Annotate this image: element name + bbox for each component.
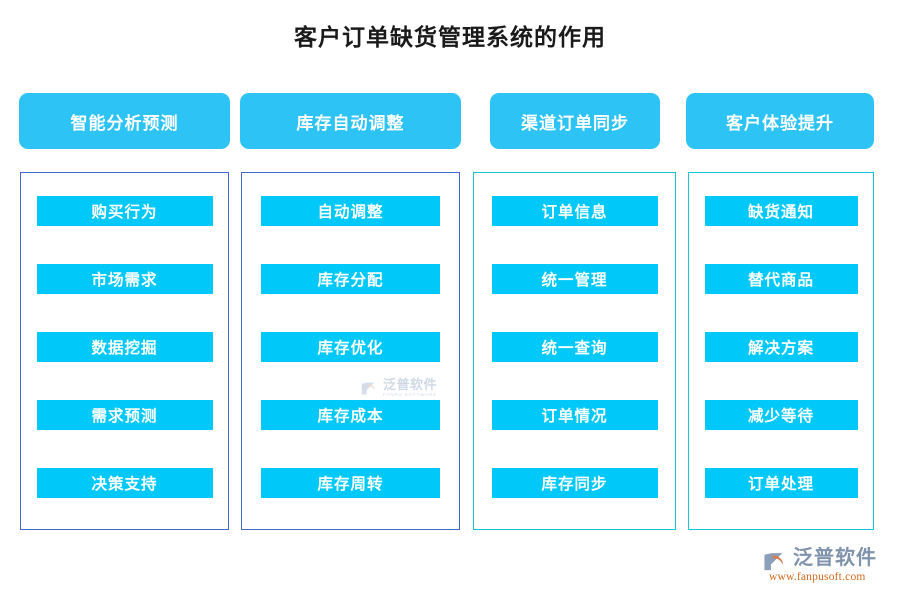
- logo-url: www.fanpusoft.com: [769, 571, 866, 583]
- item-label: 库存成本: [317, 408, 384, 425]
- logo-company-name: 泛普软件: [793, 547, 877, 569]
- column-intelligent-analysis: 购买行为 市场需求 数据挖掘 需求预测 决策支持: [20, 172, 229, 530]
- item-box[interactable]: 统一查询: [491, 332, 658, 362]
- header-box-customer-experience[interactable]: 客户体验提升: [686, 93, 874, 149]
- item-label: 减少等待: [747, 408, 814, 425]
- item-box[interactable]: 订单情况: [491, 400, 658, 430]
- header-box-intelligent-analysis[interactable]: 智能分析预测: [19, 93, 230, 149]
- page-title: 客户订单缺货管理系统的作用: [294, 24, 606, 50]
- item-box[interactable]: 减少等待: [704, 400, 858, 430]
- column-channel-order-sync: 订单信息 统一管理 统一查询 订单情况 库存同步: [473, 172, 676, 530]
- item-label: 库存优化: [317, 340, 384, 357]
- column-inventory-auto-adjust: 自动调整 库存分配 库存优化 库存成本 库存周转: [241, 172, 460, 530]
- item-box[interactable]: 库存周转: [261, 468, 440, 498]
- item-box[interactable]: 决策支持: [36, 468, 213, 498]
- item-label: 库存周转: [317, 476, 384, 493]
- item-box[interactable]: 库存成本: [261, 400, 440, 430]
- logo-text: 泛普软件 www.fanpusoft.com: [769, 547, 877, 583]
- item-label: 订单处理: [747, 476, 814, 493]
- item-box[interactable]: 订单处理: [704, 468, 858, 498]
- header-row: 智能分析预测 库存自动调整 渠道订单同步 客户体验提升: [0, 93, 900, 149]
- item-label: 决策支持: [91, 476, 158, 493]
- item-box[interactable]: 市场需求: [36, 264, 213, 294]
- header-box-label: 智能分析预测: [70, 113, 179, 133]
- item-label: 自动调整: [317, 204, 384, 221]
- item-box[interactable]: 替代商品: [704, 264, 858, 294]
- header-box-label: 渠道订单同步: [521, 113, 629, 133]
- fanpu-logo: 泛普软件 www.fanpusoft.com: [762, 548, 892, 590]
- columns-container: 购买行为 市场需求 数据挖掘 需求预测 决策支持 自动调整 库存分配 库存优化 …: [0, 172, 900, 532]
- item-box[interactable]: 解决方案: [704, 332, 858, 362]
- item-box[interactable]: 库存分配: [261, 264, 440, 294]
- item-box[interactable]: 需求预测: [36, 400, 213, 430]
- header-box-label: 库存自动调整: [296, 113, 405, 133]
- item-label: 替代商品: [747, 272, 814, 289]
- item-label: 订单情况: [541, 408, 608, 425]
- header-box-label: 客户体验提升: [726, 113, 834, 133]
- item-label: 购买行为: [91, 204, 158, 221]
- item-box[interactable]: 统一管理: [491, 264, 658, 294]
- item-label: 统一管理: [541, 272, 608, 289]
- fanpu-logo-icon: [762, 549, 788, 575]
- item-box[interactable]: 缺货通知: [704, 196, 858, 226]
- item-label: 市场需求: [91, 272, 158, 289]
- header-box-channel-order-sync[interactable]: 渠道订单同步: [490, 93, 660, 149]
- item-label: 缺货通知: [747, 204, 814, 221]
- item-label: 解决方案: [747, 340, 814, 357]
- item-label: 数据挖掘: [91, 340, 158, 357]
- column-customer-experience: 缺货通知 替代商品 解决方案 减少等待 订单处理: [688, 172, 874, 530]
- item-label: 需求预测: [91, 408, 158, 425]
- item-box[interactable]: 自动调整: [261, 196, 440, 226]
- item-label: 库存分配: [317, 272, 384, 289]
- item-label: 统一查询: [541, 340, 608, 357]
- header-box-inventory-auto-adjust[interactable]: 库存自动调整: [240, 93, 461, 149]
- item-box[interactable]: 库存同步: [491, 468, 658, 498]
- item-label: 库存同步: [541, 476, 608, 493]
- item-box[interactable]: 订单信息: [491, 196, 658, 226]
- item-label: 订单信息: [541, 204, 608, 221]
- item-box[interactable]: 数据挖掘: [36, 332, 213, 362]
- item-box[interactable]: 库存优化: [261, 332, 440, 362]
- item-box[interactable]: 购买行为: [36, 196, 213, 226]
